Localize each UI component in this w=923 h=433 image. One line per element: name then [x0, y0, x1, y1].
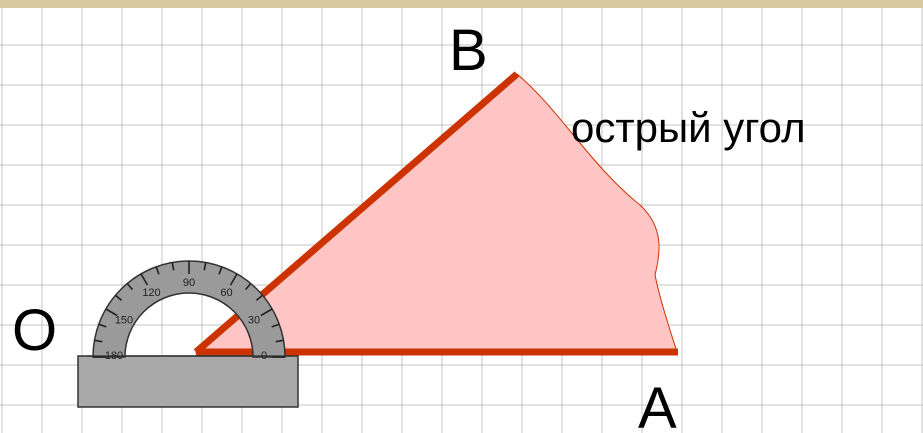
angle-region — [194, 73, 678, 353]
protractor-tick — [275, 339, 284, 343]
protractor-tick-marks — [93, 261, 285, 358]
protractor-label-60: 60 — [220, 287, 232, 299]
protractor-tick — [155, 266, 160, 275]
protractor-tick — [203, 262, 207, 271]
protractor-tick — [94, 339, 103, 343]
protractor: 180 150 120 90 60 30 0 — [77, 260, 299, 408]
protractor-tick — [244, 282, 252, 291]
label-vertex-o: O — [12, 298, 57, 363]
label-point-b: B — [449, 18, 488, 83]
protractor-label-180: 180 — [105, 350, 123, 362]
protractor-tick — [105, 308, 118, 317]
protractor-tick — [140, 273, 149, 286]
protractor-tick — [255, 294, 264, 302]
protractor-label-150: 150 — [115, 315, 133, 327]
protractor-label-30: 30 — [248, 315, 260, 327]
protractor-tick — [98, 323, 107, 328]
protractor-tick — [229, 273, 238, 286]
protractor-tick — [126, 282, 134, 291]
protractor-label-90: 90 — [183, 277, 195, 289]
protractor-base — [77, 355, 299, 408]
protractor-tick — [218, 266, 223, 275]
protractor-label-120: 120 — [142, 287, 160, 299]
caption-acute-angle: острый угол — [571, 104, 806, 151]
protractor-tick — [271, 323, 280, 328]
protractor-scale-arc — [92, 260, 286, 358]
protractor-tick — [171, 262, 175, 271]
protractor-tick — [260, 308, 273, 317]
protractor-label-0: 0 — [261, 350, 267, 362]
protractor-tick — [114, 294, 123, 302]
top-border — [0, 0, 923, 8]
protractor-degree-labels: 180 150 120 90 60 30 0 — [105, 277, 267, 362]
label-point-a: A — [638, 376, 677, 433]
